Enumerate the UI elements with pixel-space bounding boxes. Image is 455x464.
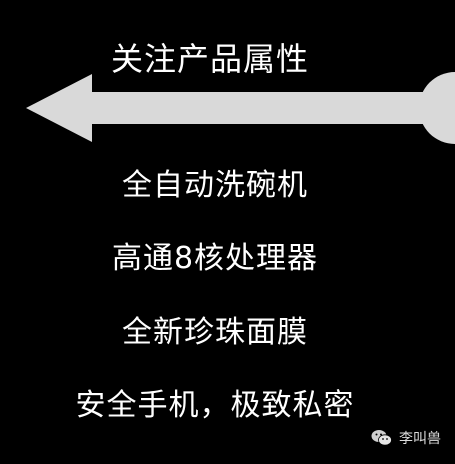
list-item: 全新珍珠面膜 — [122, 315, 308, 350]
watermark-text: 李叫兽 — [399, 431, 441, 447]
watermark: 李叫兽 — [371, 428, 441, 448]
page-title: 关注产品属性 — [110, 40, 309, 78]
wechat-icon — [371, 430, 392, 446]
list-item: 高通8核处理器 — [111, 241, 319, 276]
list-item: 安全手机，极致私密 — [75, 388, 355, 423]
list-item: 全自动洗碗机 — [122, 168, 308, 203]
left-arrow-icon — [26, 72, 455, 144]
